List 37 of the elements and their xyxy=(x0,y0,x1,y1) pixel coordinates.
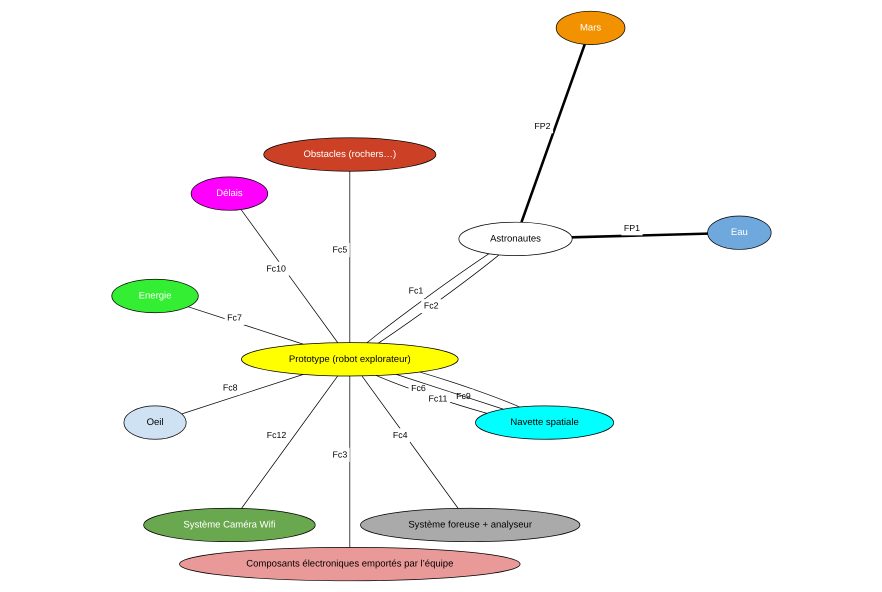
node-ellipse: Prototype (robot explorateur) xyxy=(240,342,458,376)
edge-label: Fc3 xyxy=(332,449,347,460)
node-ellipse: Système foreuse + analyseur xyxy=(360,508,580,542)
edge-label: Fc10 xyxy=(266,263,286,274)
edge-label: Fc2 xyxy=(423,300,438,311)
connector xyxy=(240,376,338,509)
connector xyxy=(348,170,350,343)
edge-label: Fc11 xyxy=(428,394,447,404)
edge-label: Fc12 xyxy=(266,430,286,440)
connector xyxy=(395,374,504,410)
node-ellipse: Navette spatiale xyxy=(474,406,614,440)
edge-label: Fc1 xyxy=(408,286,423,296)
node-ellipse: Energie xyxy=(110,278,198,314)
connector xyxy=(366,253,489,344)
node-ellipse: Composants électroniques emportés par l’équipe xyxy=(178,547,520,582)
node-ellipse: Délais xyxy=(190,176,268,211)
node-ellipse: Obstacles (rochers…) xyxy=(262,137,436,172)
edge-label: FP2 xyxy=(534,120,550,131)
edge-label: Fc8 xyxy=(222,382,238,393)
edge-label: Fc5 xyxy=(332,244,347,255)
connector xyxy=(377,254,499,344)
connector xyxy=(187,306,304,345)
edge-label: Fc4 xyxy=(392,430,408,440)
connector xyxy=(348,376,350,548)
node-ellipse: Système Caméra Wifi xyxy=(142,508,316,542)
edge-label: Fc6 xyxy=(410,382,426,393)
connector xyxy=(571,232,708,239)
connector xyxy=(181,374,304,414)
node-ellipse: Astronautes xyxy=(458,222,572,256)
node-ellipse: Mars xyxy=(555,10,625,45)
connector xyxy=(520,44,586,223)
node-ellipse: Eau xyxy=(706,216,772,250)
edge-label: FP1 xyxy=(623,223,640,234)
connector xyxy=(361,376,458,509)
edge-label: Fc7 xyxy=(226,312,242,323)
node-ellipse: Oeil xyxy=(123,406,186,440)
connector xyxy=(240,209,338,343)
